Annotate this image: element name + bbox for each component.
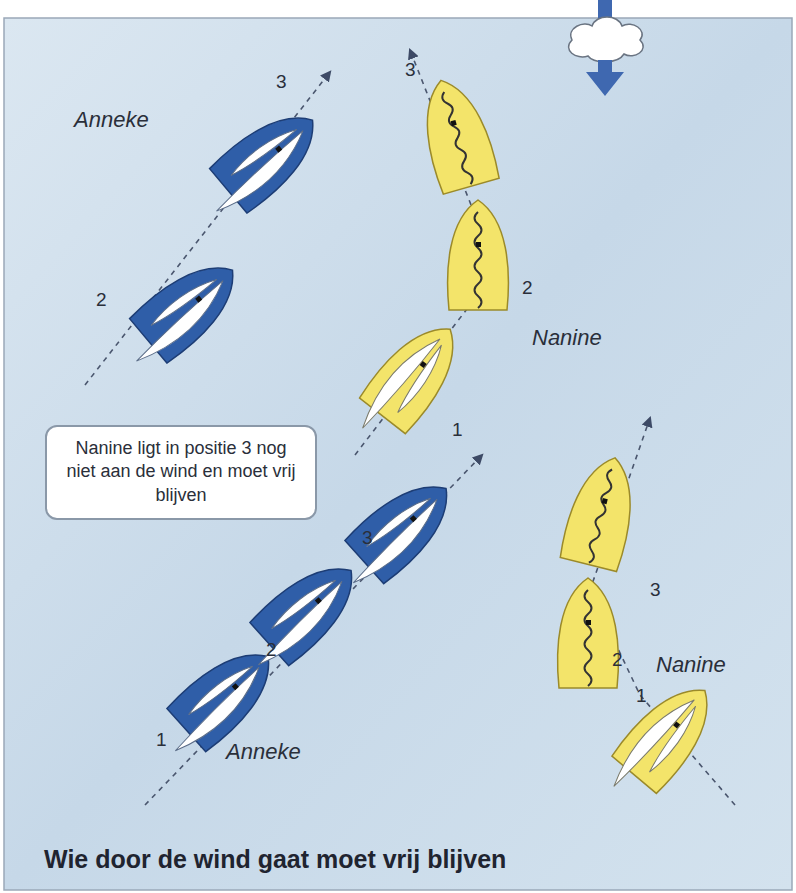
position-number: 2 (96, 290, 107, 311)
position-number: 3 (362, 528, 373, 549)
boat-name: Nanine (656, 653, 726, 677)
note-box: Nanine ligt in positie 3 nog niet aan de… (45, 425, 317, 520)
position-number: 2 (266, 640, 277, 661)
boat-name: Anneke (226, 740, 301, 764)
position-number: 3 (650, 580, 661, 601)
position-number: 2 (612, 650, 623, 671)
boat-name: Anneke (74, 108, 149, 132)
position-number: 2 (522, 278, 533, 299)
position-number: 1 (156, 730, 167, 751)
caption: Wie door de wind gaat moet vrij blijven (44, 845, 506, 874)
position-number: 3 (405, 60, 416, 81)
boat-name: Nanine (532, 326, 602, 350)
position-number: 1 (452, 420, 463, 441)
position-number: 3 (276, 72, 287, 93)
position-number: 1 (636, 686, 647, 707)
note-text: Nanine ligt in positie 3 nog niet aan de… (59, 437, 303, 507)
